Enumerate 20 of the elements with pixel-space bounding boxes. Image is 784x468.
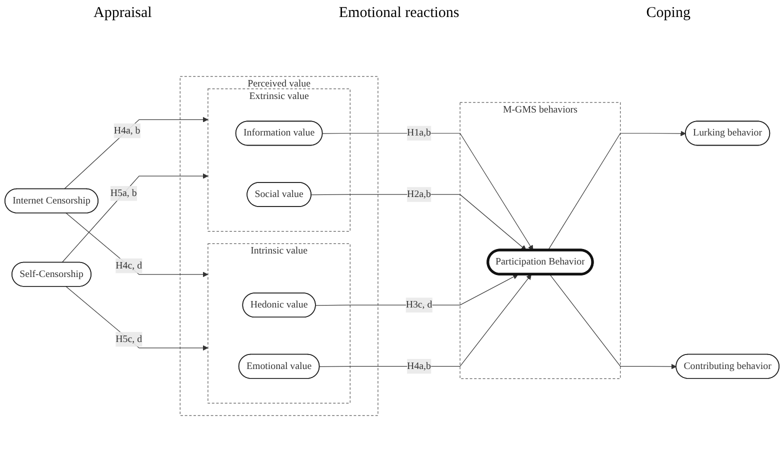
- arrow: [311, 194, 526, 251]
- edge-label: H5c, d: [116, 334, 142, 344]
- arrow: [322, 132, 534, 251]
- arrow: [66, 212, 208, 278]
- edge-label: H2a,b: [407, 188, 431, 200]
- edge-label: H4c, d: [116, 260, 142, 271]
- column-heading: Appraisal: [94, 4, 152, 22]
- edge-label: H4a,b: [407, 360, 431, 372]
- edge-label: H5a, b: [110, 188, 137, 198]
- edge-label: H1a,b: [407, 128, 431, 138]
- arrow: [66, 286, 208, 351]
- arrow: [64, 116, 208, 190]
- arrow: [319, 274, 532, 367]
- edge-label: H4a, b: [114, 125, 140, 136]
- column-heading: Coping: [646, 4, 690, 22]
- arrow: [62, 173, 208, 263]
- edge-label: H3c, d: [406, 300, 432, 310]
- arrow: [548, 130, 686, 251]
- arrow: [549, 274, 677, 370]
- column-heading: Emotional reactions: [338, 4, 460, 22]
